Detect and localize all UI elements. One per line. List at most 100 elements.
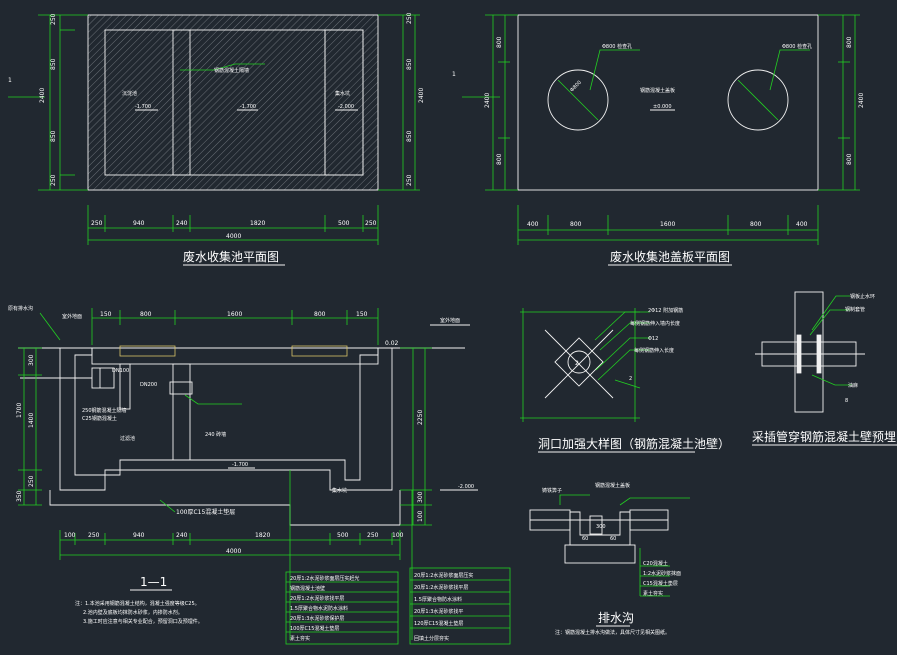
ditch-note: 注：钢筋混凝土排水沟做法，具体尺寸见相关图纸。 xyxy=(555,629,670,636)
plan-right-bot: 250 xyxy=(406,174,413,186)
hole-left-circle xyxy=(547,69,609,131)
legend-left-6: 素土夯实 xyxy=(290,635,310,642)
plan-section-mark: 1 xyxy=(8,77,12,84)
cover-title: 废水收集池盖板平面图 xyxy=(610,249,730,264)
cover-left-b: 800 xyxy=(496,153,503,165)
cover-right-total: 2400 xyxy=(858,93,865,108)
legend-left-5: 100厚C15混凝土垫层 xyxy=(290,625,339,632)
section-right-b: 300 xyxy=(417,491,424,503)
section-left-b: 1700 xyxy=(16,403,23,418)
section-outdoor-left: 室外地面 xyxy=(62,313,82,320)
ditch-label-top2: 钢筋混凝土盖板 xyxy=(595,482,630,489)
pipe-label-4: 8 xyxy=(845,398,848,404)
section-top-c: 1600 xyxy=(227,311,242,318)
cover-section-mark: 1 xyxy=(452,71,456,78)
plan-bot-a: 250 xyxy=(91,220,103,227)
ditch-label-r1: 1:2水泥砂浆抹面 xyxy=(643,570,681,577)
section-title: 1—1 xyxy=(140,575,167,589)
plan-bot-e: 500 xyxy=(338,220,350,227)
cover-hole-right: Φ800 检查孔 xyxy=(782,43,812,50)
pipe-label-1: 钢板止水环 xyxy=(850,293,875,300)
cover-bot-e: 400 xyxy=(796,221,808,228)
section-wall-note-b: C25钢筋混凝土 xyxy=(82,415,117,422)
plan-left-bot: 250 xyxy=(50,174,57,186)
plan-bot-c: 240 xyxy=(176,220,188,227)
hole-num-2: 2 xyxy=(575,360,579,367)
plan-level-right: -2.000 xyxy=(338,104,354,110)
legend-right-0: 20厚1:2水泥砂浆面层压实 xyxy=(414,572,473,579)
ditch-dim-a: 60 xyxy=(582,536,588,542)
ditch-label-top: 铸铁箅子 xyxy=(542,487,562,494)
legend-left-4: 20厚1:3水泥砂浆保护层 xyxy=(290,615,344,622)
ditch-label-r2: C15混凝土垫层 xyxy=(643,580,678,587)
plan-right-b: 850 xyxy=(406,130,413,142)
legend-left-0: 20厚1:2水泥砂浆面层压实赶光 xyxy=(290,575,359,582)
section-existing-drain: 原有排水沟 xyxy=(8,305,33,312)
cover-left-a: 800 xyxy=(496,36,503,48)
section-top-b: 800 xyxy=(140,311,152,318)
cover-circle-dia: Φ800 xyxy=(569,80,583,94)
plan-bot-b: 940 xyxy=(133,220,145,227)
section-wall-note-a: 250钢筋混凝土隔墙 xyxy=(82,407,127,414)
hole-detail: 2 2Φ12 附加钢筋 每侧钢筋伸入墙内长度 Φ12 每侧钢筋伸入长度 2 洞口… xyxy=(520,307,730,453)
section-left-c: 1400 xyxy=(28,413,35,428)
plan-right-top: 250 xyxy=(406,12,413,24)
legend-left-table: 20厚1:2水泥砂浆面层压实赶光 钢筋混凝土池壁 20厚1:2水泥砂浆找平层 1… xyxy=(285,470,399,645)
plan-level-left: -1.700 xyxy=(135,104,151,110)
plan-left-a: 850 xyxy=(50,58,57,70)
section-left-a: 300 xyxy=(28,354,35,366)
cover-right-a: 800 xyxy=(846,36,853,48)
section-wall-note-c: 240 砖墙 xyxy=(205,431,226,438)
section-bot-f: 500 xyxy=(337,532,349,539)
cover-bot-b: 800 xyxy=(570,221,582,228)
section-top-a: 150 xyxy=(100,311,112,318)
section-pipe-a: DN100 xyxy=(112,368,129,374)
section-bot-b: 250 xyxy=(88,532,100,539)
section-bot-e: 1820 xyxy=(255,532,270,539)
section-right-a: 2250 xyxy=(417,410,424,425)
section-left-e: 350 xyxy=(16,490,23,502)
section-view: 原有排水沟 室外地面 室外地面 0.02 过滤池 集水坑 -1.700 -2.0… xyxy=(8,305,478,591)
plan-left-b: 850 xyxy=(50,130,57,142)
legend-left-3: 1.5厚聚合物水泥防水涂料 xyxy=(290,605,348,612)
hole-label-2: 每侧钢筋伸入墙内长度 xyxy=(630,320,680,327)
legend-right-5: 回填土分层夯实 xyxy=(414,635,449,642)
section-right-c: 100 xyxy=(417,510,424,522)
plan-bot-d: 1820 xyxy=(250,220,265,227)
ditch-dim-b: 300 xyxy=(596,524,606,530)
section-bot-total: 4000 xyxy=(226,548,241,555)
ditch-label-r3: 素土夯实 xyxy=(643,590,663,597)
cover-right-b: 800 xyxy=(846,153,853,165)
hole-label-4: 每侧钢筋伸入长度 xyxy=(634,347,674,354)
section-bot-a: 100 xyxy=(64,532,76,539)
cover-plan-view: Φ800 检查孔 Φ800 检查孔 Φ800 钢筋混凝土盖板 ±0.000 1 … xyxy=(452,14,865,266)
cover-bot-a: 400 xyxy=(527,221,539,228)
plan-right-total: 2400 xyxy=(418,88,425,103)
legend-right-3: 20厚1:3水泥砂浆找平 xyxy=(414,608,463,615)
hole-label-3: Φ12 xyxy=(648,336,658,342)
plan-room-left: 沉淀池 xyxy=(122,90,137,97)
plan-left-total: 2400 xyxy=(39,88,46,103)
section-pipe-b: DN200 xyxy=(140,382,157,388)
section-bot-h: 100 xyxy=(392,532,404,539)
section-left-d: 250 xyxy=(28,475,35,487)
section-outdoor-right: 室外地面 xyxy=(440,317,460,324)
cover-bot-c: 1600 xyxy=(660,221,675,228)
section-bot-g: 250 xyxy=(367,532,379,539)
ditch-label-r0: C20混凝土 xyxy=(643,560,668,567)
hole-label-1: 2Φ12 附加钢筋 xyxy=(648,307,683,314)
plan-bot-total: 4000 xyxy=(226,233,241,240)
section-level-bottom: -2.000 xyxy=(458,484,474,490)
legend-right-table: 20厚1:2水泥砂浆面层压实 20厚1:2水泥砂浆找平层 1.5厚聚合物防水涂料… xyxy=(409,490,511,645)
cover-center-label: 钢筋混凝土盖板 xyxy=(640,87,675,94)
section-level-mid: -1.700 xyxy=(232,462,248,468)
cover-hole-left: Φ800 检查孔 xyxy=(602,43,632,50)
notes: 注：1.本池采用钢筋混凝土结构，混凝土强度等级C25。 2.池内壁及底板均抹防水… xyxy=(75,600,203,625)
plan-wall-label: 钢筋混凝土隔墙 xyxy=(214,67,249,74)
legend-left-2: 20厚1:2水泥砂浆找平层 xyxy=(290,595,344,602)
legend-left-1: 钢筋混凝土池壁 xyxy=(290,585,325,592)
hole-num-2b: 2 xyxy=(629,376,632,382)
plan-view: 钢筋混凝土隔墙 沉淀池 -1.700 -1.700 集水坑 -2.000 1 2… xyxy=(8,12,425,266)
ditch-dim-c: 60 xyxy=(610,536,616,542)
